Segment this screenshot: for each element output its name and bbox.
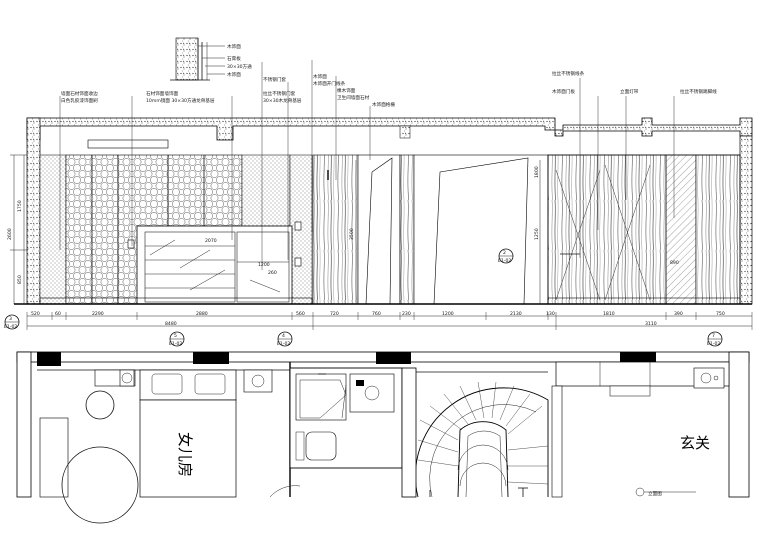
section-markers: 3 E1-02 5 E1-02 4 E1-02 7 E1-02 2 E1-02 <box>4 248 723 347</box>
inner-dimensions: 2070 1200 260 890 <box>205 238 679 276</box>
callout-2: 石材饰面墙饰面 <box>146 90 179 97</box>
dim-v-4: 1800 <box>534 166 540 178</box>
section-num-1: 4 <box>282 333 285 339</box>
callout-5: 木饰面 <box>313 73 327 80</box>
callout-11: 木饰面格栅 <box>372 101 395 108</box>
dim-b-10: 130 <box>546 311 555 317</box>
vertical-dimensions: 2600 1750 850 3500 1800 1250 <box>7 154 541 304</box>
callout-4: 不锈钢门套 <box>263 76 286 83</box>
dim-b-4: 560 <box>296 311 305 317</box>
dim-b-9: 2130 <box>510 311 522 317</box>
callout-14: 立面灯带 <box>620 88 639 95</box>
dim-b-3: 2880 <box>196 311 208 317</box>
section-num-2: 5 <box>174 333 177 339</box>
dim-b-1: 60 <box>55 311 61 317</box>
dim-in-1: 1200 <box>258 262 270 268</box>
callout-12: 拉丝不锈钢线条 <box>552 70 585 77</box>
callout-15: 拉丝不锈钢踢脚线 <box>680 88 717 95</box>
plan-title-tag: 立面图 <box>648 490 662 497</box>
section-ref-1: E1-02 <box>277 341 290 347</box>
callout-8: 30×30木龙骨基层 <box>263 97 302 104</box>
dim-b-6: 760 <box>372 311 381 317</box>
callout-10: 卫生间墙面石材 <box>337 94 370 101</box>
callout-9: 橡木饰面 <box>337 87 356 94</box>
callout-7: 拉丝不锈钢门套 <box>263 90 296 97</box>
detail-note-3: 木饰面 <box>227 71 241 78</box>
section-ref-4: E1-02 <box>498 258 511 264</box>
dim-v-0: 2600 <box>7 228 13 240</box>
floor-plan: 女儿房 <box>16 351 750 524</box>
dim-b-12: 390 <box>674 311 683 317</box>
bottom-dimensions: 520 60 2290 2880 560 720 760 230 1200 21… <box>26 311 753 330</box>
section-ref-0: E1-02 <box>4 324 17 330</box>
dim-b-0: 520 <box>31 311 40 317</box>
callout-3: 10mm镜面 30×30方通龙骨基层 <box>146 97 215 104</box>
elevation-right <box>547 154 741 305</box>
section-ref-2: E1-02 <box>169 341 182 347</box>
dim-b-2: 2290 <box>92 311 104 317</box>
top-section-detail: 木饰面 石膏板 30×30方通 木饰面 <box>170 37 252 81</box>
dim-in-3: 890 <box>670 260 679 266</box>
elevation-left-wall <box>39 154 313 305</box>
dim-b2-1: 3110 <box>645 321 657 327</box>
section-num-4: 2 <box>503 250 506 256</box>
dim-in-0: 2070 <box>205 238 217 244</box>
section-num-3: 7 <box>712 333 715 339</box>
room-label-foyer: 玄关 <box>680 434 710 452</box>
dim-v-1: 1750 <box>17 200 23 212</box>
dim-b-7: 230 <box>402 311 411 317</box>
section-ref-3: E1-02 <box>707 341 720 347</box>
dim-b-11: 1810 <box>603 311 615 317</box>
leader-lines <box>59 60 675 270</box>
dim-b-8: 1200 <box>442 311 454 317</box>
detail-note-1: 石膏板 <box>227 55 241 62</box>
dim-v-3: 3500 <box>349 228 355 240</box>
section-num-0: 3 <box>9 316 12 322</box>
dim-b-13: 750 <box>716 311 725 317</box>
callout-13: 木饰面门板 <box>552 88 575 95</box>
callouts: 墙面石材饰面收边 白色乳胶漆饰面刷 石材饰面墙饰面 10mm镜面 30×30方通… <box>61 70 717 108</box>
ceiling-slab <box>26 117 753 305</box>
callout-6: 木饰面开门线条 <box>313 80 346 87</box>
detail-note-2: 30×30方通 <box>227 63 252 70</box>
dim-b-5: 720 <box>330 311 339 317</box>
callout-0: 墙面石材饰面收边 <box>61 90 98 97</box>
callout-1: 白色乳胶漆饰面刷 <box>61 97 98 104</box>
dim-b2-0: 8480 <box>165 321 177 327</box>
elevation-middle <box>312 154 549 305</box>
room-label-daughter: 女儿房 <box>176 432 194 477</box>
dim-in-2: 260 <box>268 270 277 276</box>
dim-v-5: 1250 <box>534 228 540 240</box>
detail-note-0: 木饰面 <box>227 43 241 50</box>
dim-v-2: 850 <box>17 275 23 284</box>
